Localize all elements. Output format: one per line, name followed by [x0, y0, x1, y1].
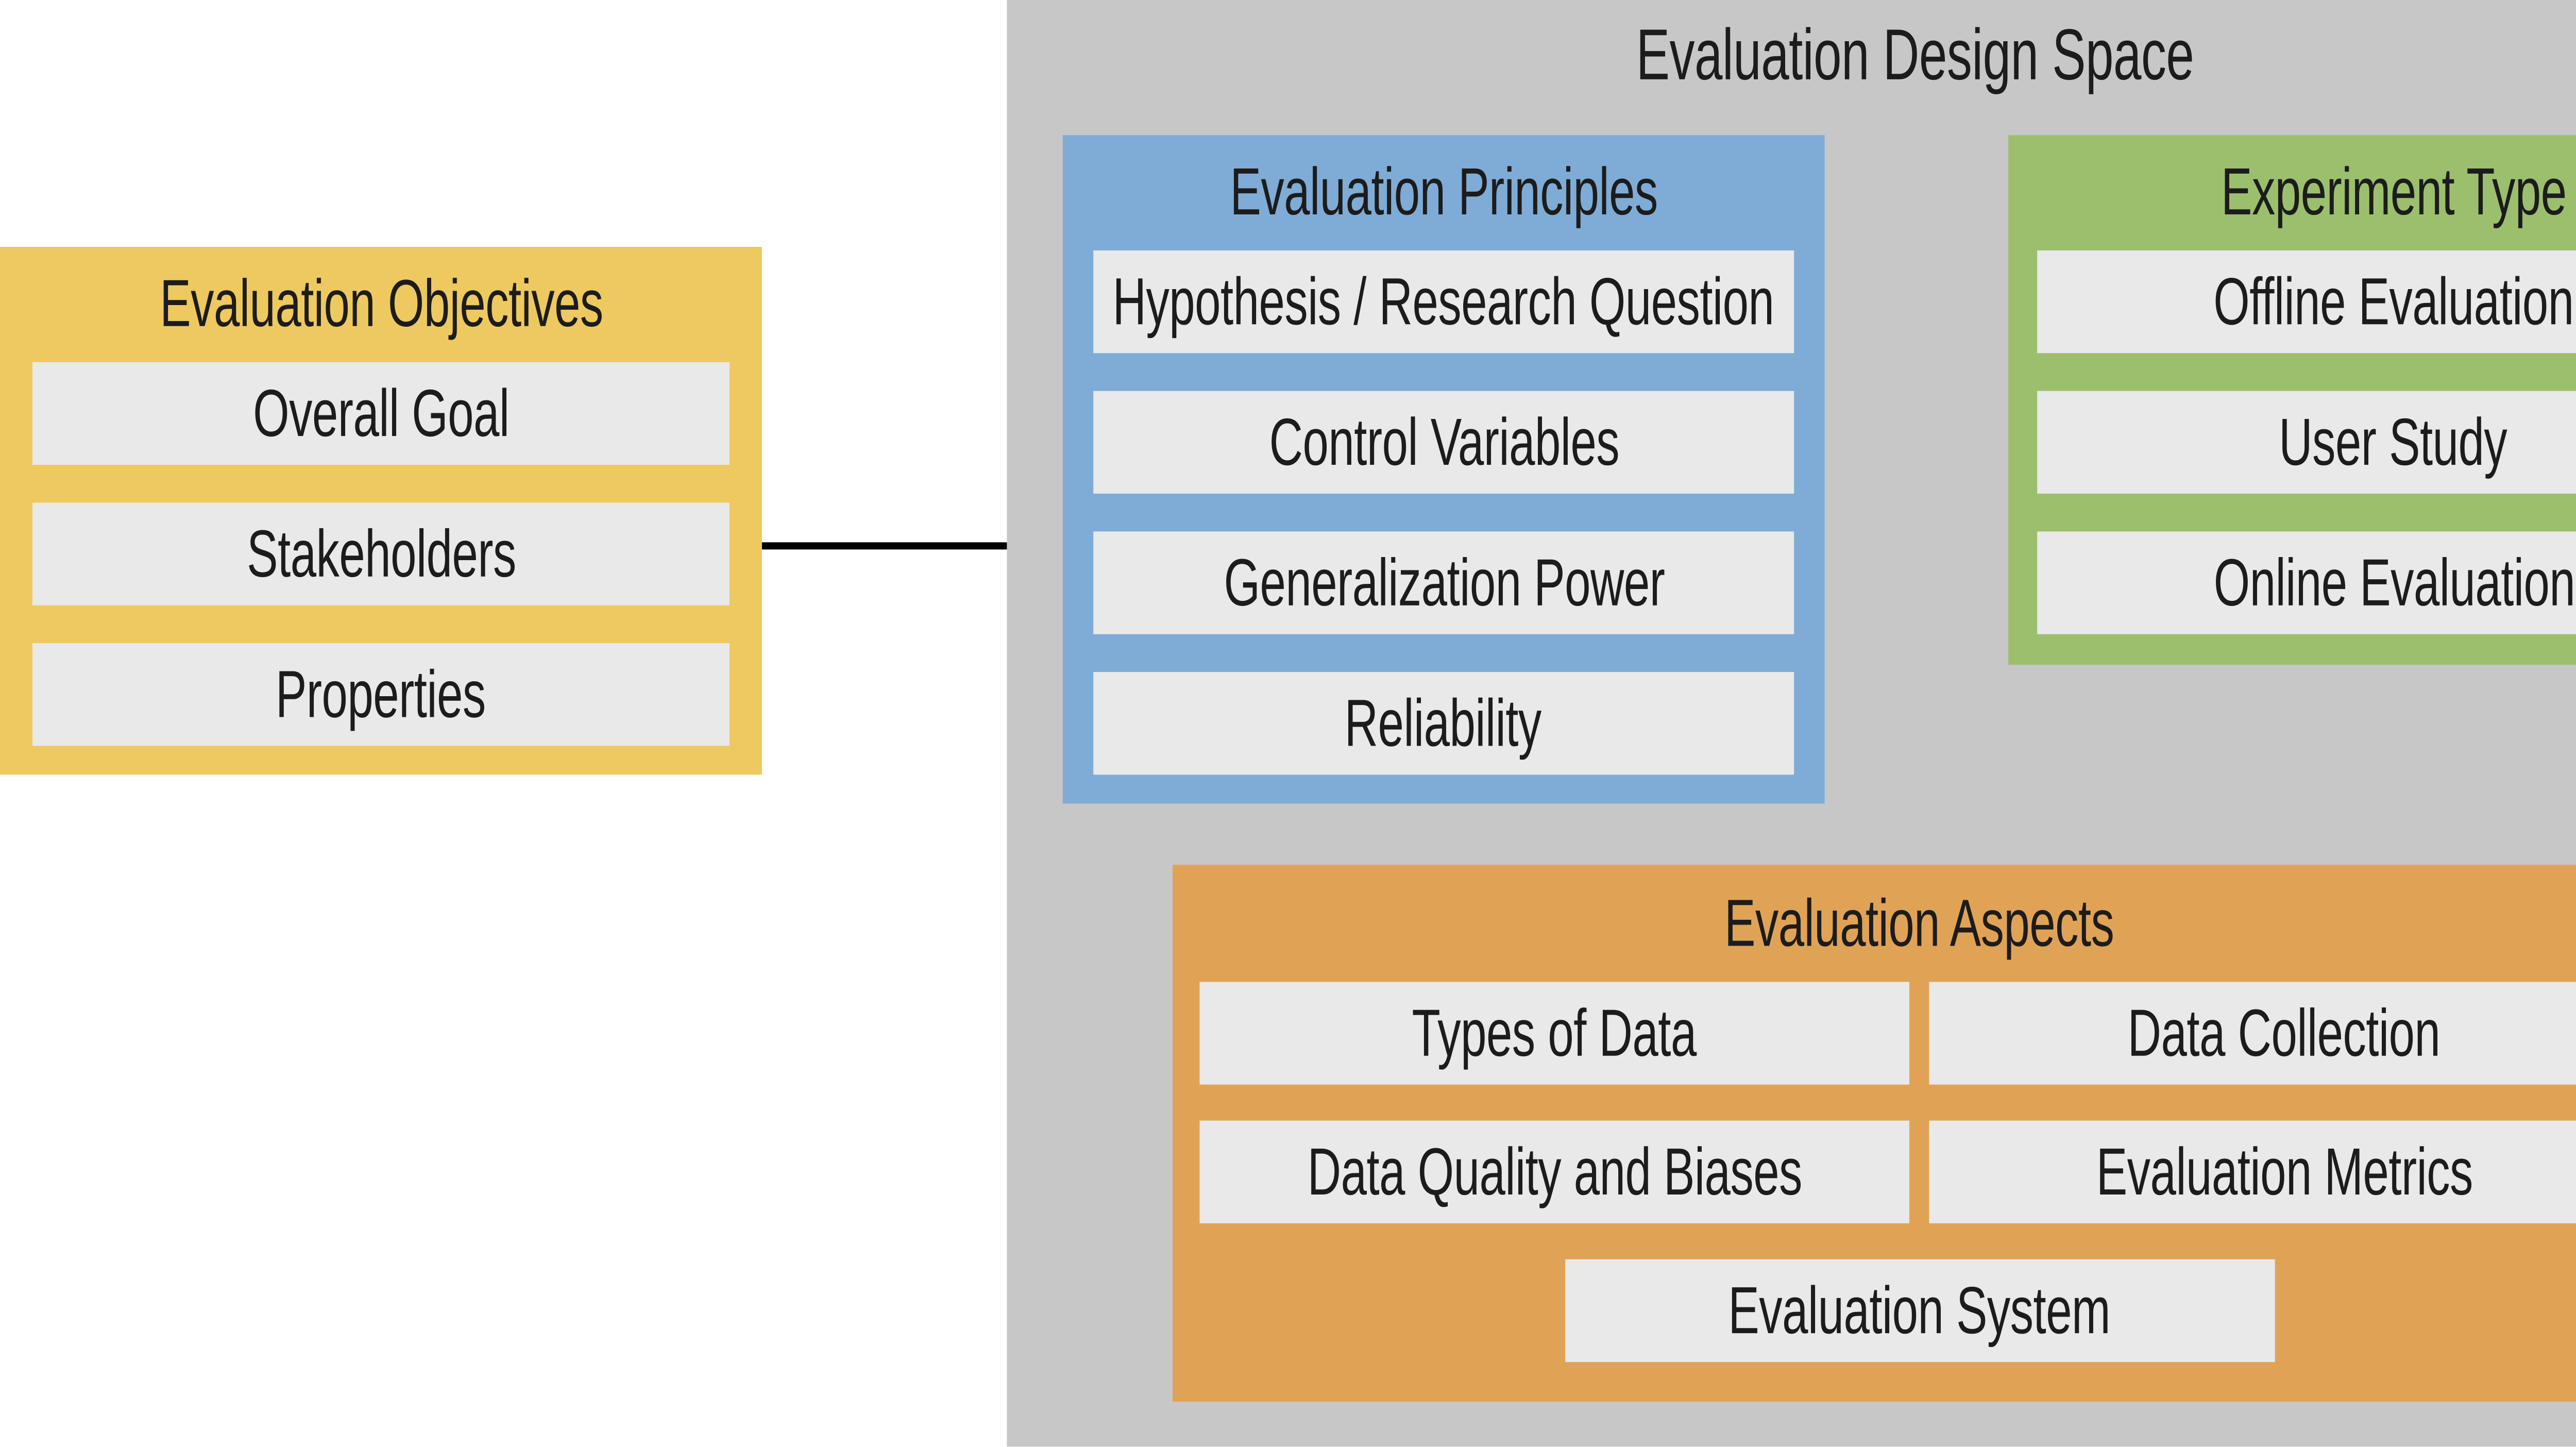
aspects-item-evaluation-metrics: Evaluation Metrics: [1929, 1120, 2576, 1223]
principles-items: Hypothesis / Research Question Control V…: [1093, 250, 1794, 775]
experiment-item-online-evaluation: Online Evaluation: [2037, 531, 2576, 634]
aspects-item-evaluation-system: Evaluation System: [1564, 1259, 2274, 1362]
principles-title: Evaluation Principles: [1230, 155, 1658, 229]
principles-item-reliability: Reliability: [1093, 672, 1794, 775]
aspects-item-data-quality-and-biases: Data Quality and Biases: [1199, 1120, 1909, 1223]
principles-item-hypothesis: Hypothesis / Research Question: [1093, 250, 1794, 354]
connector-line: [761, 542, 1007, 550]
design-space-title: Evaluation Design Space: [1007, 16, 2576, 95]
objectives-title: Evaluation Objectives: [159, 266, 603, 341]
aspects-grid: Types of Data Data Collection Data Quali…: [1199, 982, 2576, 1223]
aspects-item-types-of-data: Types of Data: [1199, 982, 1909, 1085]
experiment-item-offline-evaluation: Offline Evaluation: [2037, 250, 2576, 354]
objectives-items: Overall Goal Stakeholders Properties: [32, 362, 730, 746]
principles-item-generalization-power: Generalization Power: [1093, 531, 1794, 634]
design-space-title-text: Evaluation Design Space: [1636, 16, 2195, 96]
experiment-type-items: Offline Evaluation User Study Online Eva…: [2037, 250, 2576, 634]
experiment-item-user-study: User Study: [2037, 391, 2576, 494]
principles-item-control-variables: Control Variables: [1093, 391, 1794, 494]
evaluation-aspects-box: Evaluation Aspects Types of Data Data Co…: [1173, 865, 2576, 1402]
objectives-item-stakeholders: Stakeholders: [32, 502, 730, 605]
evaluation-objectives-box: Evaluation Objectives Overall Goal Stake…: [0, 246, 762, 775]
experiment-type-title: Experiment Type: [2221, 155, 2567, 229]
experiment-type-box: Experiment Type Offline Evaluation User …: [2008, 135, 2576, 665]
objectives-item-overall-goal: Overall Goal: [32, 362, 730, 465]
aspects-item-data-collection: Data Collection: [1929, 982, 2576, 1085]
aspects-title: Evaluation Aspects: [1724, 885, 2114, 960]
aspects-footer: Evaluation System: [1199, 1259, 2576, 1362]
objectives-item-properties: Properties: [32, 643, 730, 746]
evaluation-principles-box: Evaluation Principles Hypothesis / Resea…: [1062, 135, 1825, 804]
